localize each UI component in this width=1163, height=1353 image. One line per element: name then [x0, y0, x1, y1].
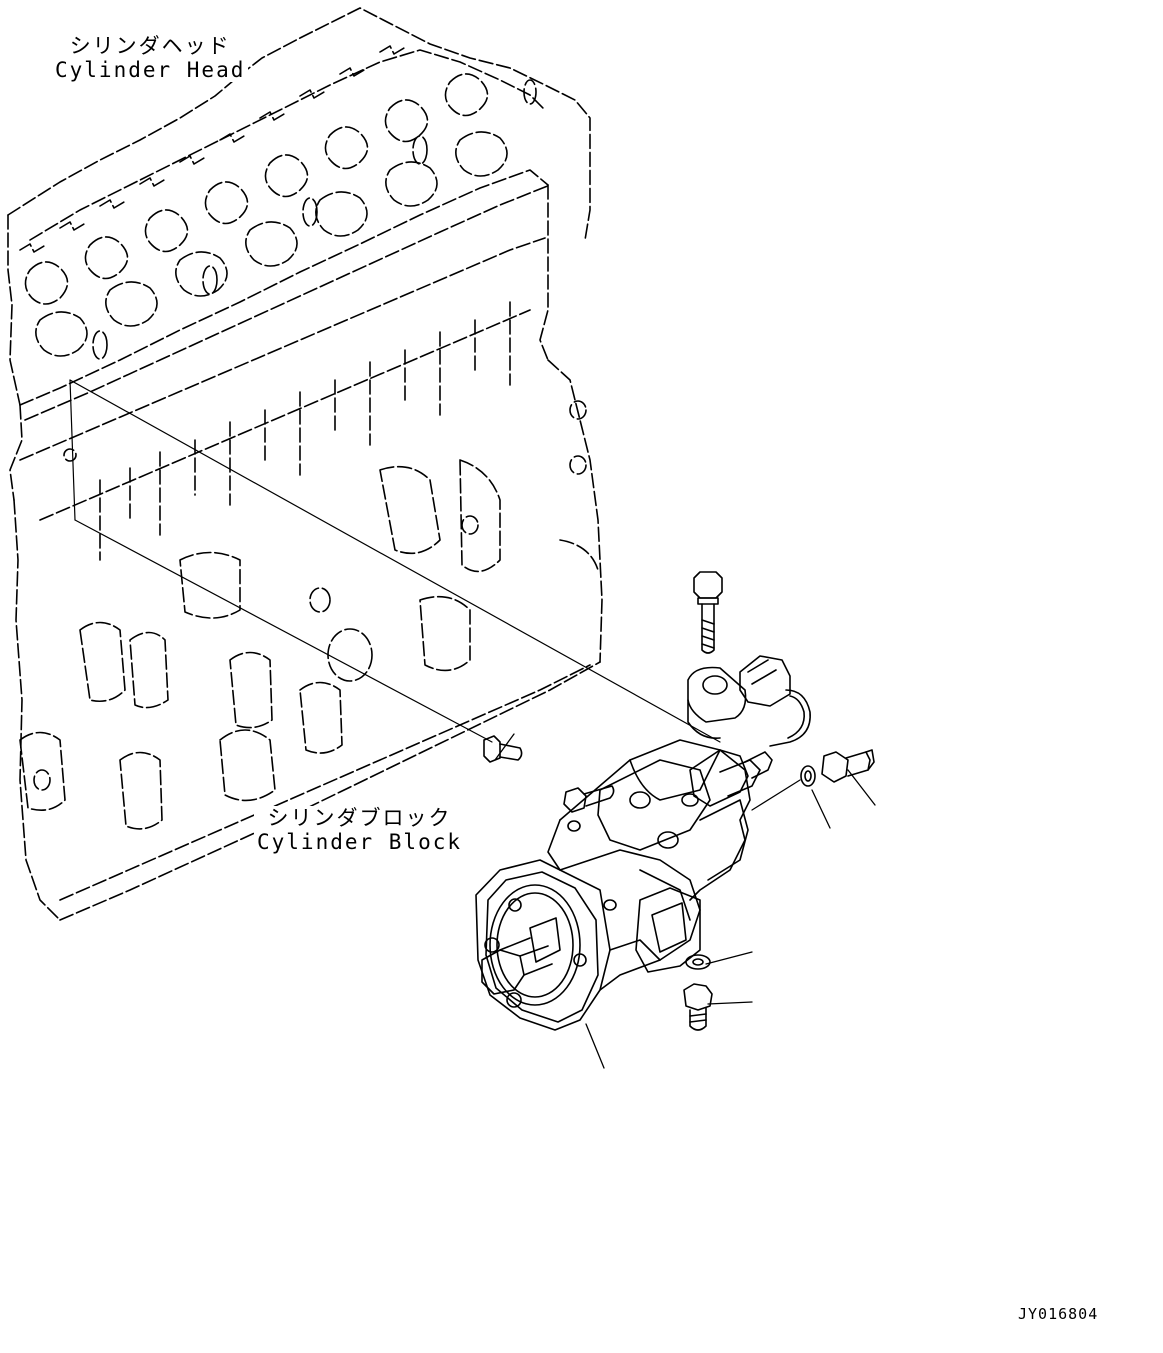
- cylinder-head-label-jp: シリンダヘッド: [69, 34, 231, 58]
- cylinder-block-label: シリンダブロック Cylinder Block: [254, 806, 466, 854]
- pump-mounting-bolt-vertical: [693, 571, 723, 654]
- sensor-connector-harness: [739, 655, 811, 747]
- pump-mounting-bolt-left: [483, 735, 523, 763]
- cylinder-head-label-en: Cylinder Head: [55, 58, 246, 82]
- drawing-code: JY016804: [1018, 1305, 1099, 1323]
- cylinder-head-label: シリンダヘッド Cylinder Head: [52, 34, 249, 82]
- cylinder-head-drawing: [7, 7, 591, 501]
- pump-mounting-bolt-middle: [563, 785, 615, 813]
- cylinder-block-drawing: [13, 237, 603, 921]
- spacer-bracket: [687, 666, 747, 739]
- gasket-washer-right: [800, 765, 816, 787]
- fitting-bottom: [683, 983, 713, 1031]
- gasket-washer-bottom: [685, 954, 711, 970]
- cylinder-block-label-jp: シリンダブロック: [267, 806, 452, 830]
- cylinder-block-label-en: Cylinder Block: [257, 830, 463, 854]
- alignment-lines: [69, 379, 801, 811]
- plug-fitting-right: [821, 749, 875, 783]
- fuel-supply-pump: [475, 739, 773, 1031]
- callout-leader-lines: [494, 733, 876, 1069]
